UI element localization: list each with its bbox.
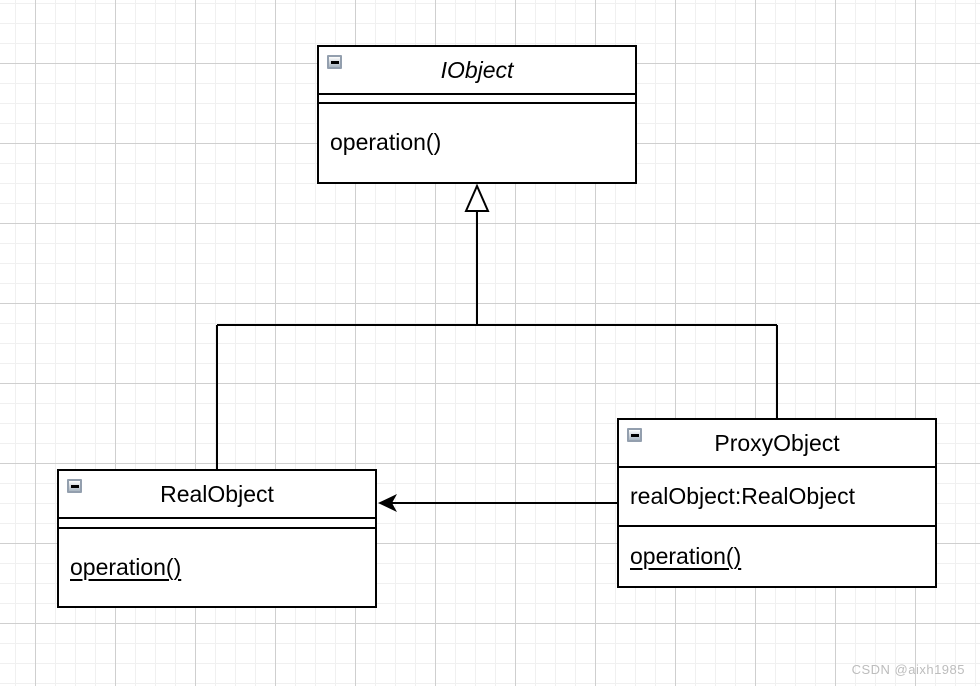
attributes-compartment-empty xyxy=(319,95,635,104)
minus-glyph xyxy=(70,484,79,488)
method-item: operation() xyxy=(70,553,182,580)
class-title-bar: RealObject xyxy=(59,471,375,519)
hollow-triangle-arrowhead-icon xyxy=(464,183,490,212)
class-realobject[interactable]: RealObject operation() xyxy=(57,469,377,608)
attributes-compartment: realObject:RealObject xyxy=(619,468,935,527)
class-name: ProxyObject xyxy=(714,429,840,456)
collapse-minus-icon[interactable] xyxy=(327,55,342,69)
collapse-minus-icon[interactable] xyxy=(67,479,82,493)
method-item: operation() xyxy=(630,542,742,569)
class-iobject[interactable]: IObject operation() xyxy=(317,45,637,184)
association-edge[interactable] xyxy=(378,494,617,512)
methods-compartment: operation() xyxy=(59,529,375,606)
generalization-edge[interactable] xyxy=(216,183,778,470)
class-proxyobject[interactable]: ProxyObject realObject:RealObject operat… xyxy=(617,418,937,588)
watermark-text: CSDN @aixh1985 xyxy=(851,662,965,677)
methods-compartment: operation() xyxy=(619,527,935,586)
minus-glyph xyxy=(630,433,639,437)
class-name: RealObject xyxy=(160,480,274,507)
attributes-compartment-empty xyxy=(59,519,375,529)
attribute-item: realObject:RealObject xyxy=(630,482,855,509)
collapse-minus-icon[interactable] xyxy=(627,428,642,442)
class-name: IObject xyxy=(440,56,514,83)
solid-arrowhead-icon xyxy=(378,494,397,512)
class-title-bar: ProxyObject xyxy=(619,420,935,468)
class-title-bar: IObject xyxy=(319,47,635,95)
methods-compartment: operation() xyxy=(319,104,635,182)
minus-glyph xyxy=(330,60,339,64)
generalization-line[interactable] xyxy=(216,211,778,470)
method-item: operation() xyxy=(330,129,442,156)
